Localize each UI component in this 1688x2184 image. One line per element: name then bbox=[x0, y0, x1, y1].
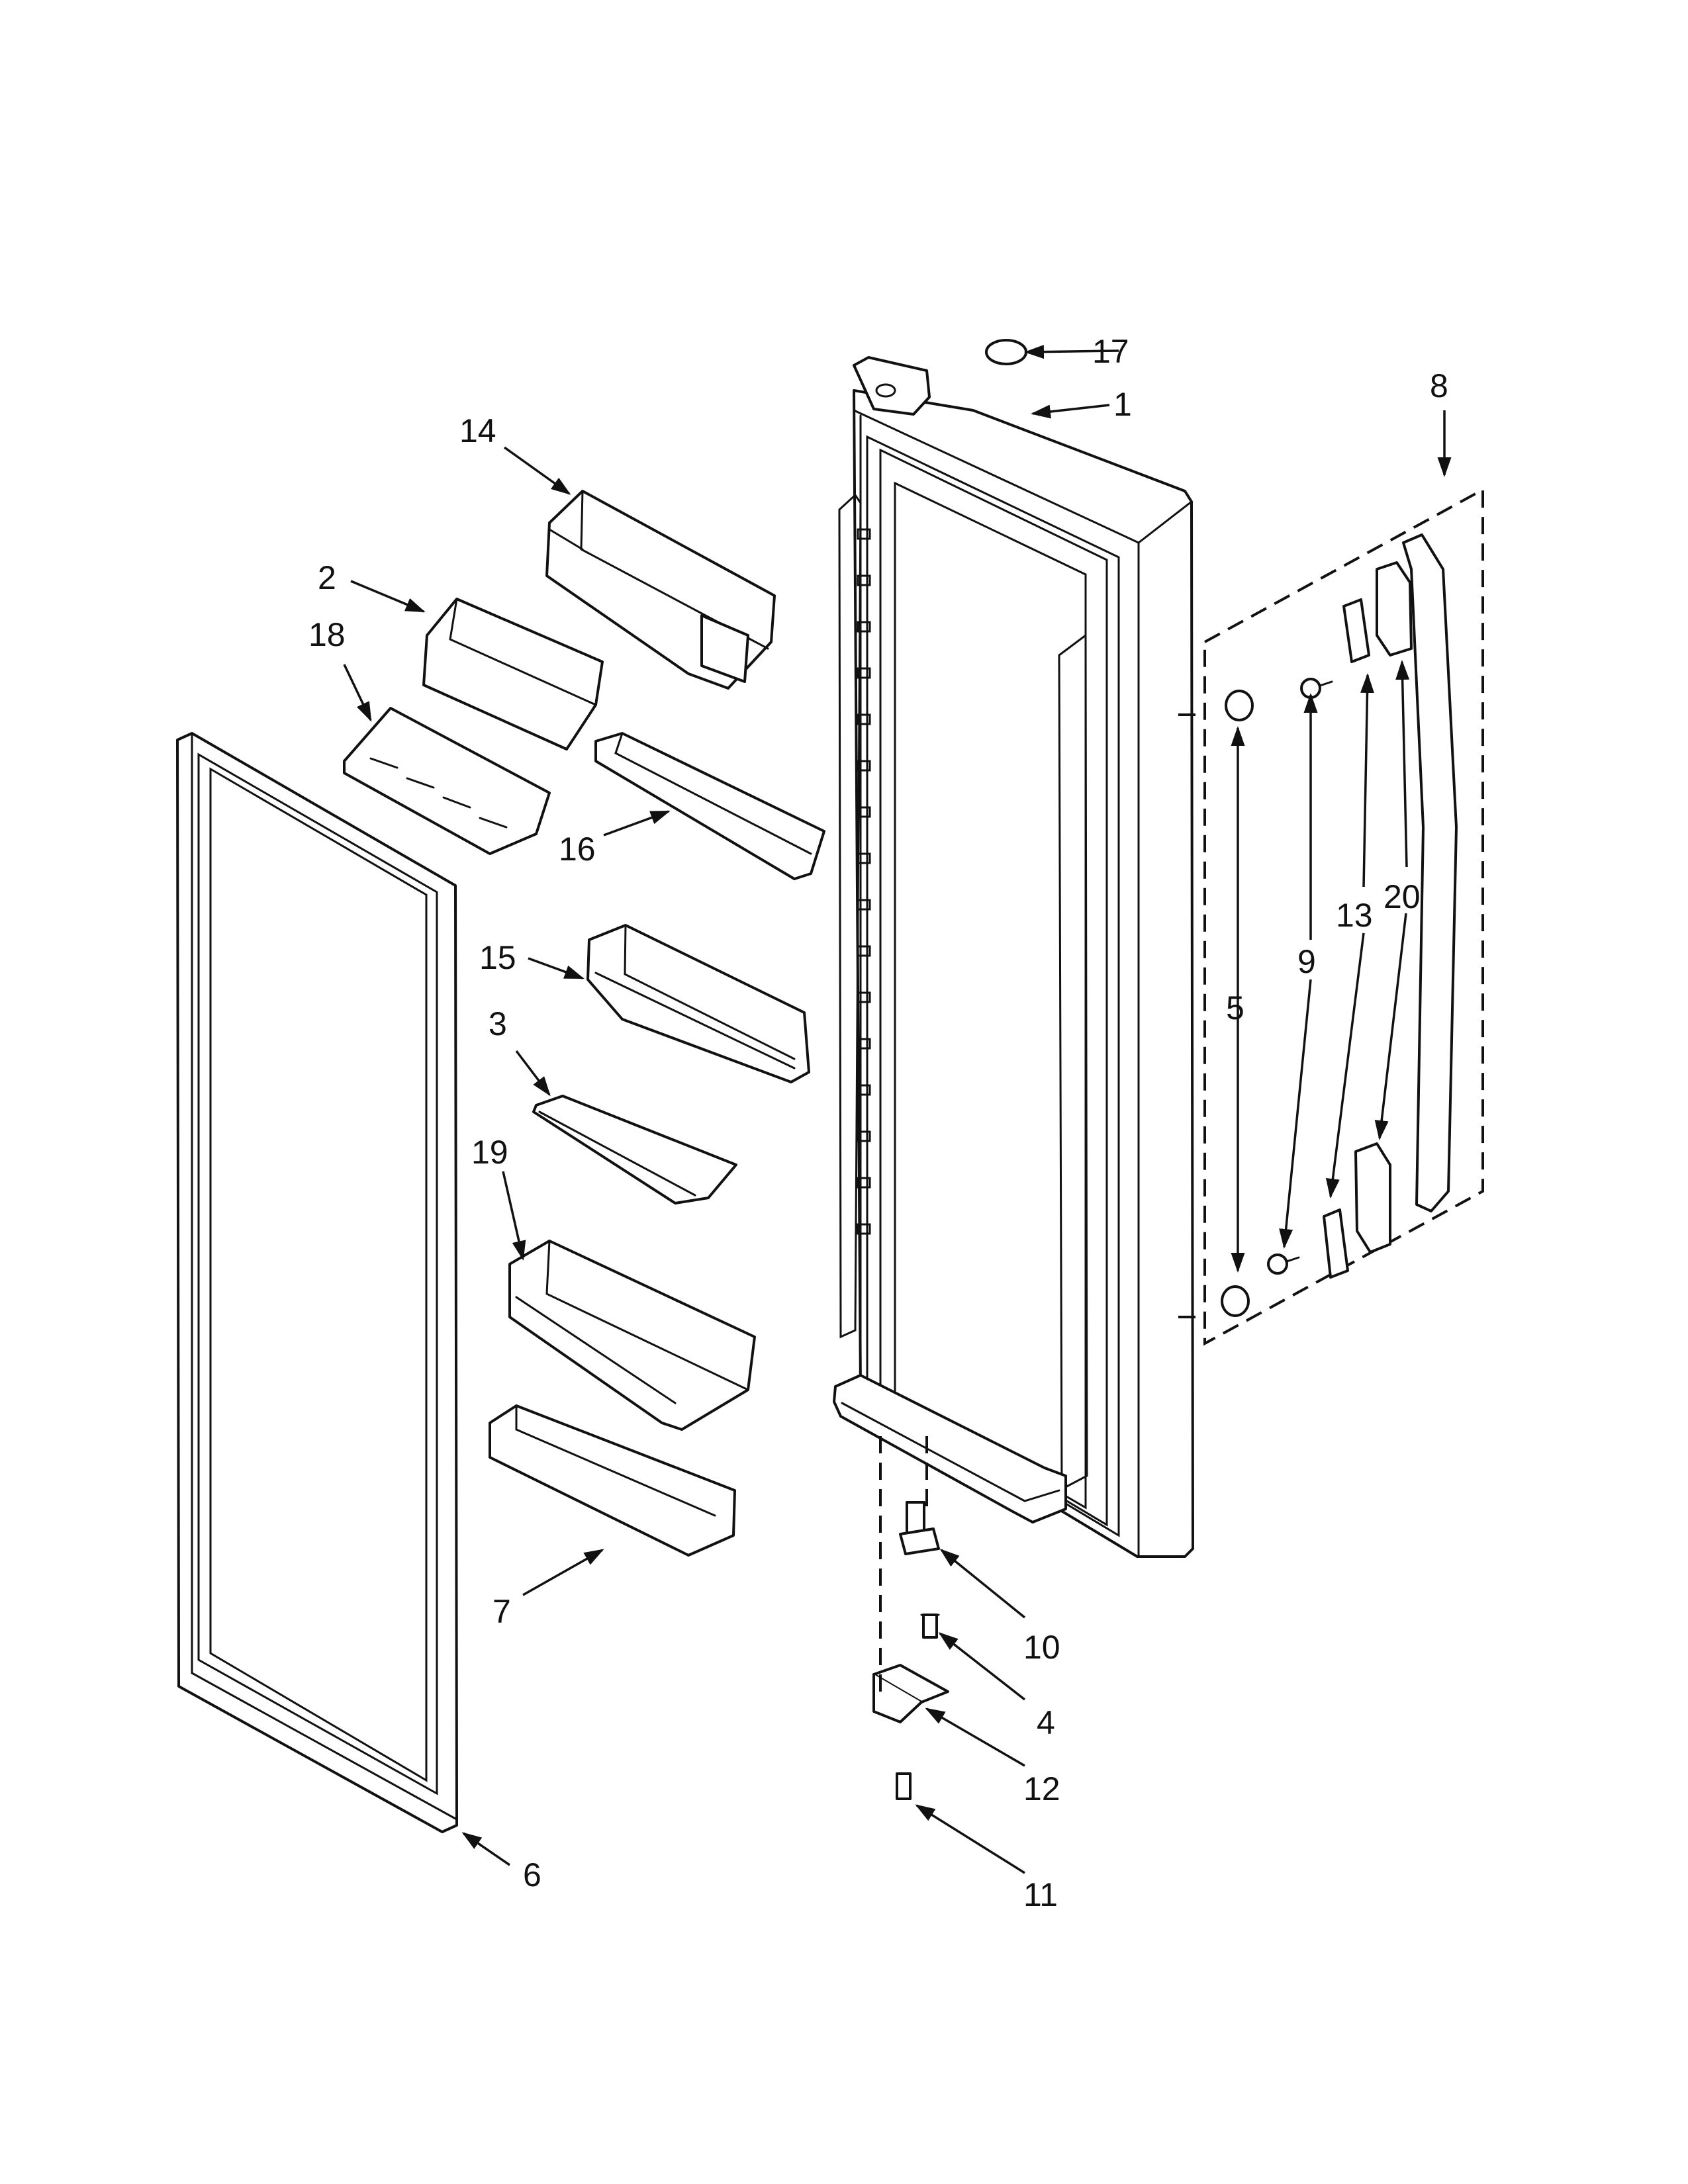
callout-4: 4 bbox=[1037, 1704, 1055, 1741]
handle-bracket-bottom bbox=[1323, 1208, 1349, 1279]
callout-8: 8 bbox=[1430, 367, 1448, 404]
shelf-trim bbox=[594, 732, 825, 880]
handle-stud-top bbox=[1225, 690, 1254, 721]
plug-button bbox=[985, 339, 1027, 365]
handle-end-cap-bottom bbox=[1354, 1142, 1391, 1253]
leader-lines bbox=[343, 345, 1452, 1874]
callout-6: 6 bbox=[523, 1856, 541, 1893]
handle-bracket-top bbox=[1342, 598, 1370, 663]
callout-19: 19 bbox=[471, 1134, 508, 1171]
hinge-pin bbox=[899, 1501, 940, 1555]
callout-12: 12 bbox=[1023, 1770, 1060, 1807]
handle-kit-box bbox=[879, 487, 1484, 1694]
handle-screw-top bbox=[1300, 678, 1333, 699]
door-shelf-clips bbox=[857, 528, 871, 1235]
callout-7: 7 bbox=[492, 1593, 511, 1630]
callout-2: 2 bbox=[318, 559, 336, 596]
callout-3: 3 bbox=[489, 1005, 507, 1042]
handle-stud-bottom bbox=[1221, 1285, 1250, 1317]
handle-screw-bottom bbox=[1267, 1253, 1300, 1275]
callout-15: 15 bbox=[479, 939, 516, 976]
door-gasket bbox=[176, 732, 458, 1833]
callout-9: 9 bbox=[1297, 943, 1316, 980]
callout-5: 5 bbox=[1226, 989, 1244, 1026]
door-assembly bbox=[833, 356, 1194, 1558]
callout-1: 1 bbox=[1113, 386, 1132, 423]
dairy-compartment-door bbox=[422, 598, 604, 751]
hinge-screw-lower bbox=[896, 1772, 912, 1800]
callout-11: 11 bbox=[1023, 1876, 1058, 1913]
hinge-bracket bbox=[872, 1664, 949, 1723]
door-bin-middle bbox=[586, 924, 810, 1083]
hinge-screw-upper bbox=[920, 1614, 940, 1639]
handle-end-cap-top bbox=[1376, 561, 1413, 657]
door-bin-lower bbox=[508, 1240, 756, 1431]
dairy-hinge-bracket bbox=[343, 707, 551, 855]
callout-13: 13 bbox=[1336, 897, 1373, 934]
callout-14: 14 bbox=[459, 412, 496, 449]
door-bin-bottom bbox=[489, 1404, 736, 1557]
door-shelf-flat bbox=[532, 1095, 737, 1205]
callout-10: 10 bbox=[1023, 1629, 1060, 1666]
callout-labels: 17 1 8 14 2 18 16 15 3 19 7 6 5 9 13 20 … bbox=[308, 333, 1448, 1913]
callout-17: 17 bbox=[1092, 333, 1129, 370]
door-handle bbox=[1402, 533, 1458, 1212]
callout-20: 20 bbox=[1383, 878, 1421, 915]
door-bin-upper bbox=[545, 490, 776, 690]
callout-18: 18 bbox=[308, 616, 346, 653]
callout-16: 16 bbox=[559, 831, 596, 868]
